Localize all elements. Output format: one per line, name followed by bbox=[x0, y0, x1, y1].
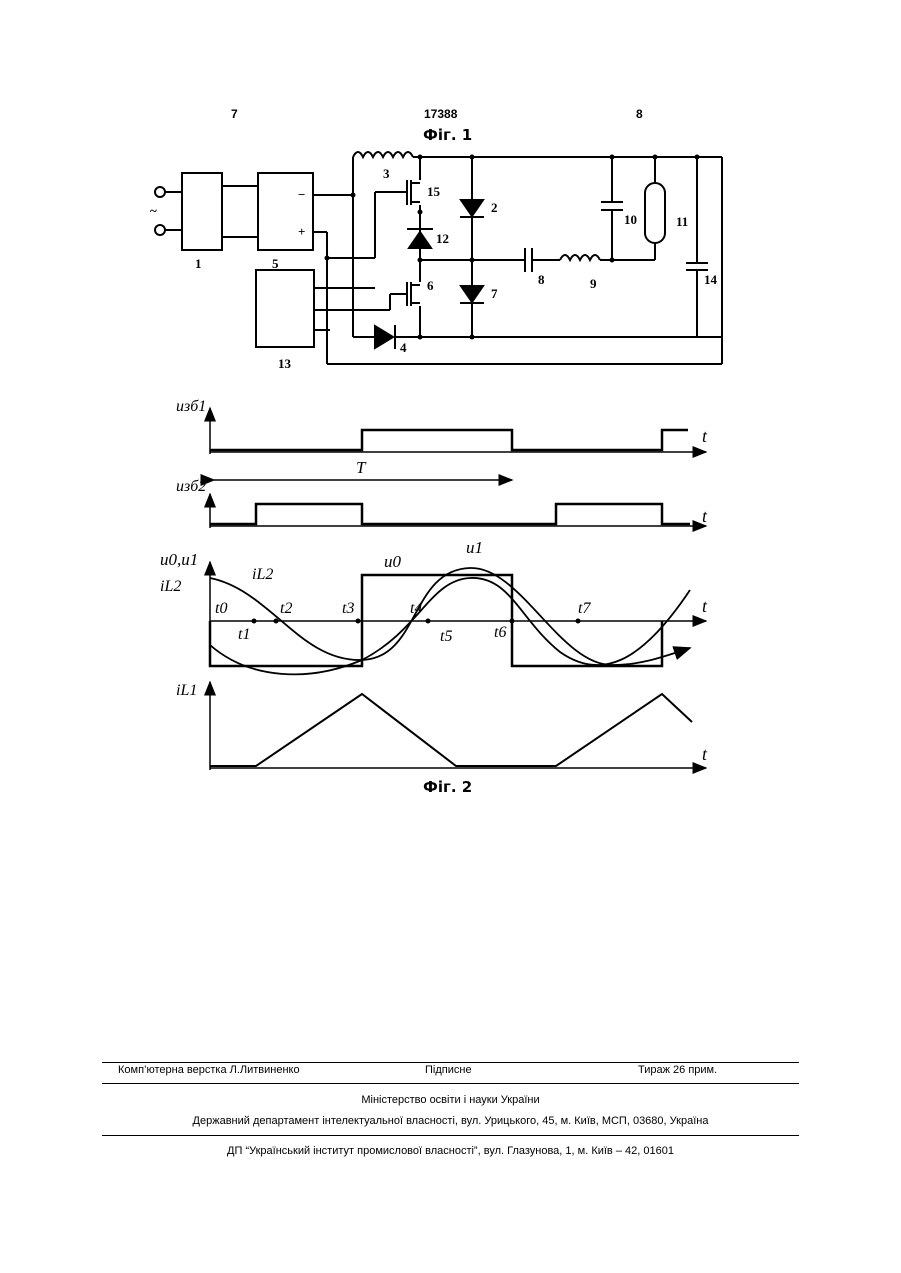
label-diode-12: 12 bbox=[436, 231, 449, 246]
curve-label-u0: u0 bbox=[384, 552, 401, 572]
time-t7: t7 bbox=[578, 600, 590, 618]
footer-typeset: Комп’ютерна верстка Л.Литвиненко bbox=[118, 1064, 300, 1076]
axis-t-2: t bbox=[702, 506, 707, 527]
ylabel-il1: iL1 bbox=[176, 682, 197, 700]
footer-ministry: Міністерство освіти і науки України bbox=[102, 1094, 799, 1106]
label-transistor-6: 6 bbox=[427, 278, 434, 293]
label-diode-2: 2 bbox=[491, 200, 498, 215]
time-t2: t2 bbox=[280, 600, 292, 618]
label-diode-4: 4 bbox=[400, 340, 407, 355]
label-choke-3: 3 bbox=[383, 166, 390, 181]
timing-diagram bbox=[0, 390, 901, 790]
curve-label-u1: u1 bbox=[466, 538, 483, 558]
footer-print-run: Тираж 26 прим. bbox=[638, 1064, 717, 1076]
curve-label-il2: iL2 bbox=[252, 566, 273, 584]
footer-institute: ДП “Український інститут промислової вла… bbox=[102, 1145, 799, 1157]
label-minus: − bbox=[298, 187, 305, 202]
figure-2-caption: Фіг. 2 bbox=[423, 778, 472, 796]
time-t4: t4 bbox=[410, 600, 422, 618]
ylabel-u-zb2: uзб2 bbox=[176, 478, 206, 496]
ylabel-u0-u1: u0,u1 bbox=[160, 550, 198, 570]
label-diode-7: 7 bbox=[491, 286, 498, 301]
footer-signed: Підписне bbox=[425, 1064, 472, 1076]
footer-divider-bottom bbox=[102, 1135, 799, 1136]
label-plus: + bbox=[298, 224, 305, 239]
label-block-13: 13 bbox=[278, 356, 292, 371]
label-capacitor-8: 8 bbox=[538, 272, 545, 287]
footer-divider-top bbox=[102, 1062, 799, 1063]
label-block-1: 1 bbox=[195, 256, 202, 271]
label-transistor-15: 15 bbox=[427, 184, 441, 199]
time-t1: t1 bbox=[238, 626, 250, 644]
axis-t-4: t bbox=[702, 744, 707, 765]
label-lamp-11: 11 bbox=[676, 214, 688, 229]
figure-1-caption: Фіг. 1 bbox=[423, 126, 472, 144]
time-t6: t6 bbox=[494, 624, 506, 642]
label-block-5: 5 bbox=[272, 256, 279, 271]
time-t3: t3 bbox=[342, 600, 354, 618]
footer-divider-middle bbox=[102, 1083, 799, 1084]
label-capacitor-10: 10 bbox=[624, 212, 637, 227]
circuit-diagram: ~ 1 5 13 − + 3 15 12 6 4 2 7 8 9 10 11 1… bbox=[0, 0, 901, 400]
time-t0: t0 bbox=[215, 600, 227, 618]
label-capacitor-14: 14 bbox=[704, 272, 718, 287]
label-inductor-9: 9 bbox=[590, 276, 597, 291]
axis-t-3: t bbox=[702, 596, 707, 617]
ylabel-il2: iL2 bbox=[160, 578, 181, 596]
ylabel-u-zb1: uзб1 bbox=[176, 398, 206, 416]
ac-symbol: ~ bbox=[150, 203, 157, 218]
period-label: T bbox=[356, 458, 365, 478]
time-t5: t5 bbox=[440, 628, 452, 646]
axis-t-1: t bbox=[702, 426, 707, 447]
footer-department: Державний департамент інтелектуальної вл… bbox=[102, 1115, 799, 1127]
